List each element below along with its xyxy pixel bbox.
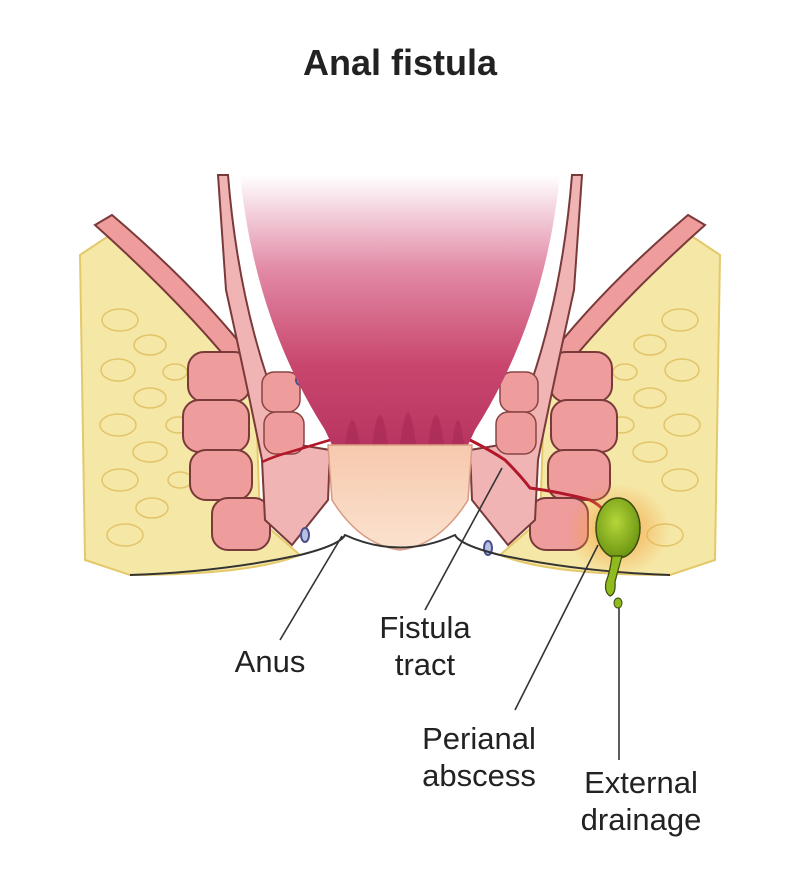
fistula-tract-label: Fistula tract [379,610,471,682]
fistula-tract-left-branch [261,438,331,464]
external-drainage-drip [604,555,623,597]
external-sphincter-right [529,351,618,551]
anus-label: Anus [234,644,306,679]
diagram-title: Anal fistula [302,42,498,83]
anal-columns [345,412,464,445]
perianal-abscess-label: Perianal abscess [422,721,536,793]
external-drainage-label: External drainage [580,765,702,837]
internal-sphincter [261,371,539,455]
anus-opening [327,444,473,551]
skin-surface [129,533,671,576]
perianal-abscess [595,497,641,559]
external-sphincter-left [182,351,271,551]
leader-lines [279,467,620,760]
drainage-drop [613,597,623,609]
anal-canal [240,175,560,445]
